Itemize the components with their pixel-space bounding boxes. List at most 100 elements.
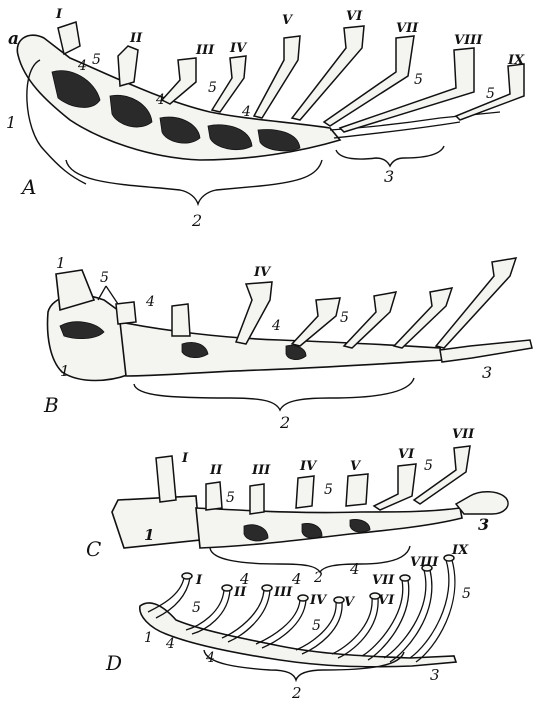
panel-c-rib-4 — [296, 476, 314, 508]
panel-b-rib-5 — [344, 292, 396, 348]
panel-d-label-5c: 5 — [462, 586, 471, 602]
panel-c-rib-label-2: II — [209, 463, 223, 478]
panel-d-rib-label-7: VII — [372, 573, 395, 588]
panel-d-label-1: 1 — [144, 630, 153, 646]
panel-a-rib-label-7: VII — [396, 21, 419, 36]
panel-a-label-2: 2 — [191, 211, 202, 230]
panel-d-label-3: 3 — [430, 666, 440, 684]
panel-c-letter: C — [86, 537, 101, 561]
panel-d-rib-label-3: III — [273, 585, 293, 600]
panel-b-label-2: 2 — [279, 413, 290, 432]
panel-a-brace-2 — [66, 160, 322, 204]
panel-c-label-2: 2 — [313, 570, 323, 586]
panel-a-label-3: 3 — [384, 167, 394, 186]
panel-c-label-5b: 5 — [324, 482, 333, 498]
panel-b-label-1-bottom: 1 — [60, 362, 70, 380]
panel-b-rib-1 — [116, 302, 136, 324]
panel-c-label-4c: 4 — [349, 560, 360, 578]
panel-b-label-5b: 5 — [340, 310, 349, 326]
panel-c-rib-label-5: V — [350, 459, 362, 474]
panel-c-label-4b: 4 — [291, 570, 302, 588]
panel-c-label-5a: 5 — [226, 490, 235, 506]
panel-c-label-3: 3 — [478, 515, 489, 534]
panel-c-rib-label-6: VI — [398, 447, 415, 462]
panel-a-corner-label: a — [8, 29, 19, 49]
panel-a-label-5b: 5 — [208, 80, 217, 96]
panel-b-rib-3 — [236, 282, 272, 344]
panel-c-rib-1 — [156, 456, 176, 502]
panel-b-sternum — [120, 322, 444, 376]
panel-a-rib-label-6: VI — [346, 9, 363, 24]
panel-a-rib-label-3: III — [195, 43, 215, 58]
panel-b-rib-4 — [292, 298, 340, 346]
panel-a-label-5c: 5 — [414, 72, 423, 88]
panel-a-rib-label-9: IX — [507, 53, 525, 68]
panel-a-label-1: 1 — [6, 113, 16, 132]
panel-d-rib-label-2: II — [233, 585, 247, 600]
panel-d-label-2: 2 — [291, 684, 302, 702]
panel-c-xiphoid — [456, 492, 508, 514]
panel-c-rib-label-3: III — [251, 463, 271, 478]
panel-d-rib-label-1: I — [195, 573, 203, 588]
panel-b-rib-label-4: IV — [253, 265, 272, 280]
panel-a-rib-label-5: V — [282, 13, 294, 28]
panel-d-letter: D — [105, 651, 122, 675]
panel-c-label-5c: 5 — [424, 458, 433, 474]
panel-d-rib-9 — [410, 560, 455, 662]
panel-d-label-4b: 4 — [205, 650, 215, 666]
panel-c-rib-label-1: I — [181, 451, 189, 466]
panel-a-rib-3 — [162, 58, 196, 104]
panel-a-rib-5 — [254, 36, 300, 118]
panel-d-rib-label-9: IX — [451, 543, 469, 558]
panel-c-rib-7 — [414, 446, 470, 504]
panel-d-rib-label-4: IV — [309, 593, 328, 608]
panel-d-label-4a: 4 — [165, 636, 175, 652]
panel-d-rib-7 — [362, 580, 409, 660]
panel-a-rib-2 — [118, 46, 138, 86]
panel-d-label-5b: 5 — [312, 618, 321, 634]
panel-c-rib-3 — [250, 484, 264, 514]
panel-b-xiphoid — [440, 340, 532, 362]
panel-c-label-1: 1 — [144, 526, 154, 544]
panel-a-rib-label-2: II — [129, 31, 143, 46]
panel-b-label-4b: 4 — [271, 318, 281, 334]
panel-a-label-4c: 4 — [241, 104, 251, 120]
panel-a-rib-label-1: I — [55, 7, 63, 22]
panel-c-manubrium — [112, 496, 200, 548]
panel-a-rib-4 — [212, 56, 246, 112]
panel-c-sternum — [196, 508, 462, 548]
panel-a: a 1 A 2 3 4 4 4 5 5 5 5 I II III IV V VI… — [6, 7, 525, 230]
panel-b-rib-2 — [172, 304, 190, 336]
panel-a-brace-3 — [336, 146, 444, 166]
panel-c-rib-label-4: IV — [299, 459, 318, 474]
panel-a-label-5a: 5 — [92, 52, 101, 68]
panel-b-letter: B — [43, 393, 59, 417]
panel-a-rib-label-4: IV — [229, 41, 248, 56]
panel-c: 1 C 2 3 4 4 4 5 5 5 I II III IV V VI VII — [86, 427, 508, 588]
panel-a-label-4a: 4 — [77, 58, 87, 74]
panel-b-label-5a: 5 — [100, 270, 109, 286]
panel-d-rib-label-5: V — [344, 595, 356, 610]
panel-c-rib-6 — [374, 464, 416, 510]
panel-c-rib-5 — [346, 474, 368, 506]
panel-b-label-4a: 4 — [145, 294, 155, 310]
panel-d-rib-4 — [256, 600, 306, 648]
panel-c-brace-2 — [210, 546, 410, 572]
panel-d-rib-label-8: VIII — [410, 555, 439, 570]
panel-c-rib-label-7: VII — [452, 427, 475, 442]
panel-a-rib-1 — [58, 22, 80, 54]
panel-c-ribs — [156, 446, 470, 514]
panel-d-sternum — [140, 603, 456, 667]
panel-b-label-1-top: 1 — [56, 254, 66, 272]
panel-d: 1 D 2 3 4 4 5 5 5 I II III IV V VI VII V… — [105, 543, 471, 702]
panel-d-rib-label-6: VI — [378, 593, 395, 608]
panel-c-rib-2 — [206, 482, 222, 510]
panel-a-rib-label-8: VIII — [454, 33, 483, 48]
panel-a-label-5d: 5 — [486, 86, 495, 102]
panel-b-rib-7 — [436, 258, 516, 348]
panel-b-brace-2 — [134, 378, 414, 410]
panel-b: 1 1 B 2 3 4 4 5 5 IV — [43, 254, 532, 432]
panel-a-letter: A — [20, 175, 36, 199]
panel-d-label-5a: 5 — [192, 600, 201, 616]
